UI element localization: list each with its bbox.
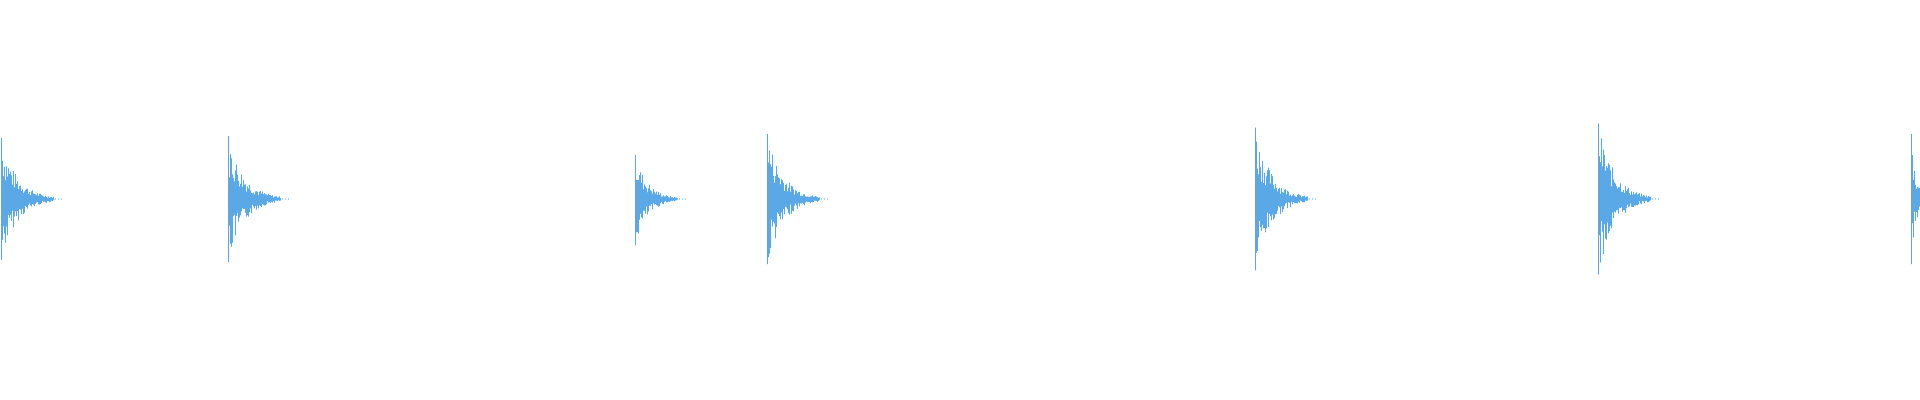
waveform-transient-shape <box>1598 123 1651 275</box>
waveform-transient <box>1 138 62 260</box>
waveform-tail-dot <box>55 198 56 200</box>
waveform-transient-shape <box>228 136 281 262</box>
waveform-tail-dot <box>282 198 283 200</box>
waveform-transient-shape <box>635 154 678 246</box>
waveform-transient <box>635 154 686 246</box>
waveform-tail-dot <box>1655 198 1656 200</box>
waveform-tail-dot <box>827 198 828 200</box>
waveform-tail-dot <box>679 198 680 200</box>
waveform-transient <box>1911 133 1920 265</box>
waveform-transient-shape <box>1911 133 1920 265</box>
waveform-tail-dot <box>824 198 825 200</box>
waveform-tail-dot <box>285 198 286 200</box>
waveform-tail-dot <box>1658 198 1659 200</box>
waveform-transient <box>767 133 828 265</box>
waveform-transient <box>1598 123 1659 275</box>
waveform-tail-dot <box>288 198 289 200</box>
waveform-tail-dot <box>1312 198 1313 200</box>
waveform-transient <box>1255 127 1316 271</box>
waveform-transient-shape <box>767 133 820 265</box>
waveform-tail-dot <box>61 198 62 200</box>
waveform-transient-shape <box>1255 127 1308 271</box>
waveform-tail-dot <box>821 198 822 200</box>
waveform-tail-dot <box>58 198 59 200</box>
waveform-tail-dot <box>1309 198 1310 200</box>
waveform-tail-dot <box>682 198 683 200</box>
waveform-transient <box>228 136 289 262</box>
waveform-tail-dot <box>1652 198 1653 200</box>
waveform-tail-dot <box>685 198 686 200</box>
waveform-tail-dot <box>1315 198 1316 200</box>
waveform-transient-shape <box>1 138 54 260</box>
